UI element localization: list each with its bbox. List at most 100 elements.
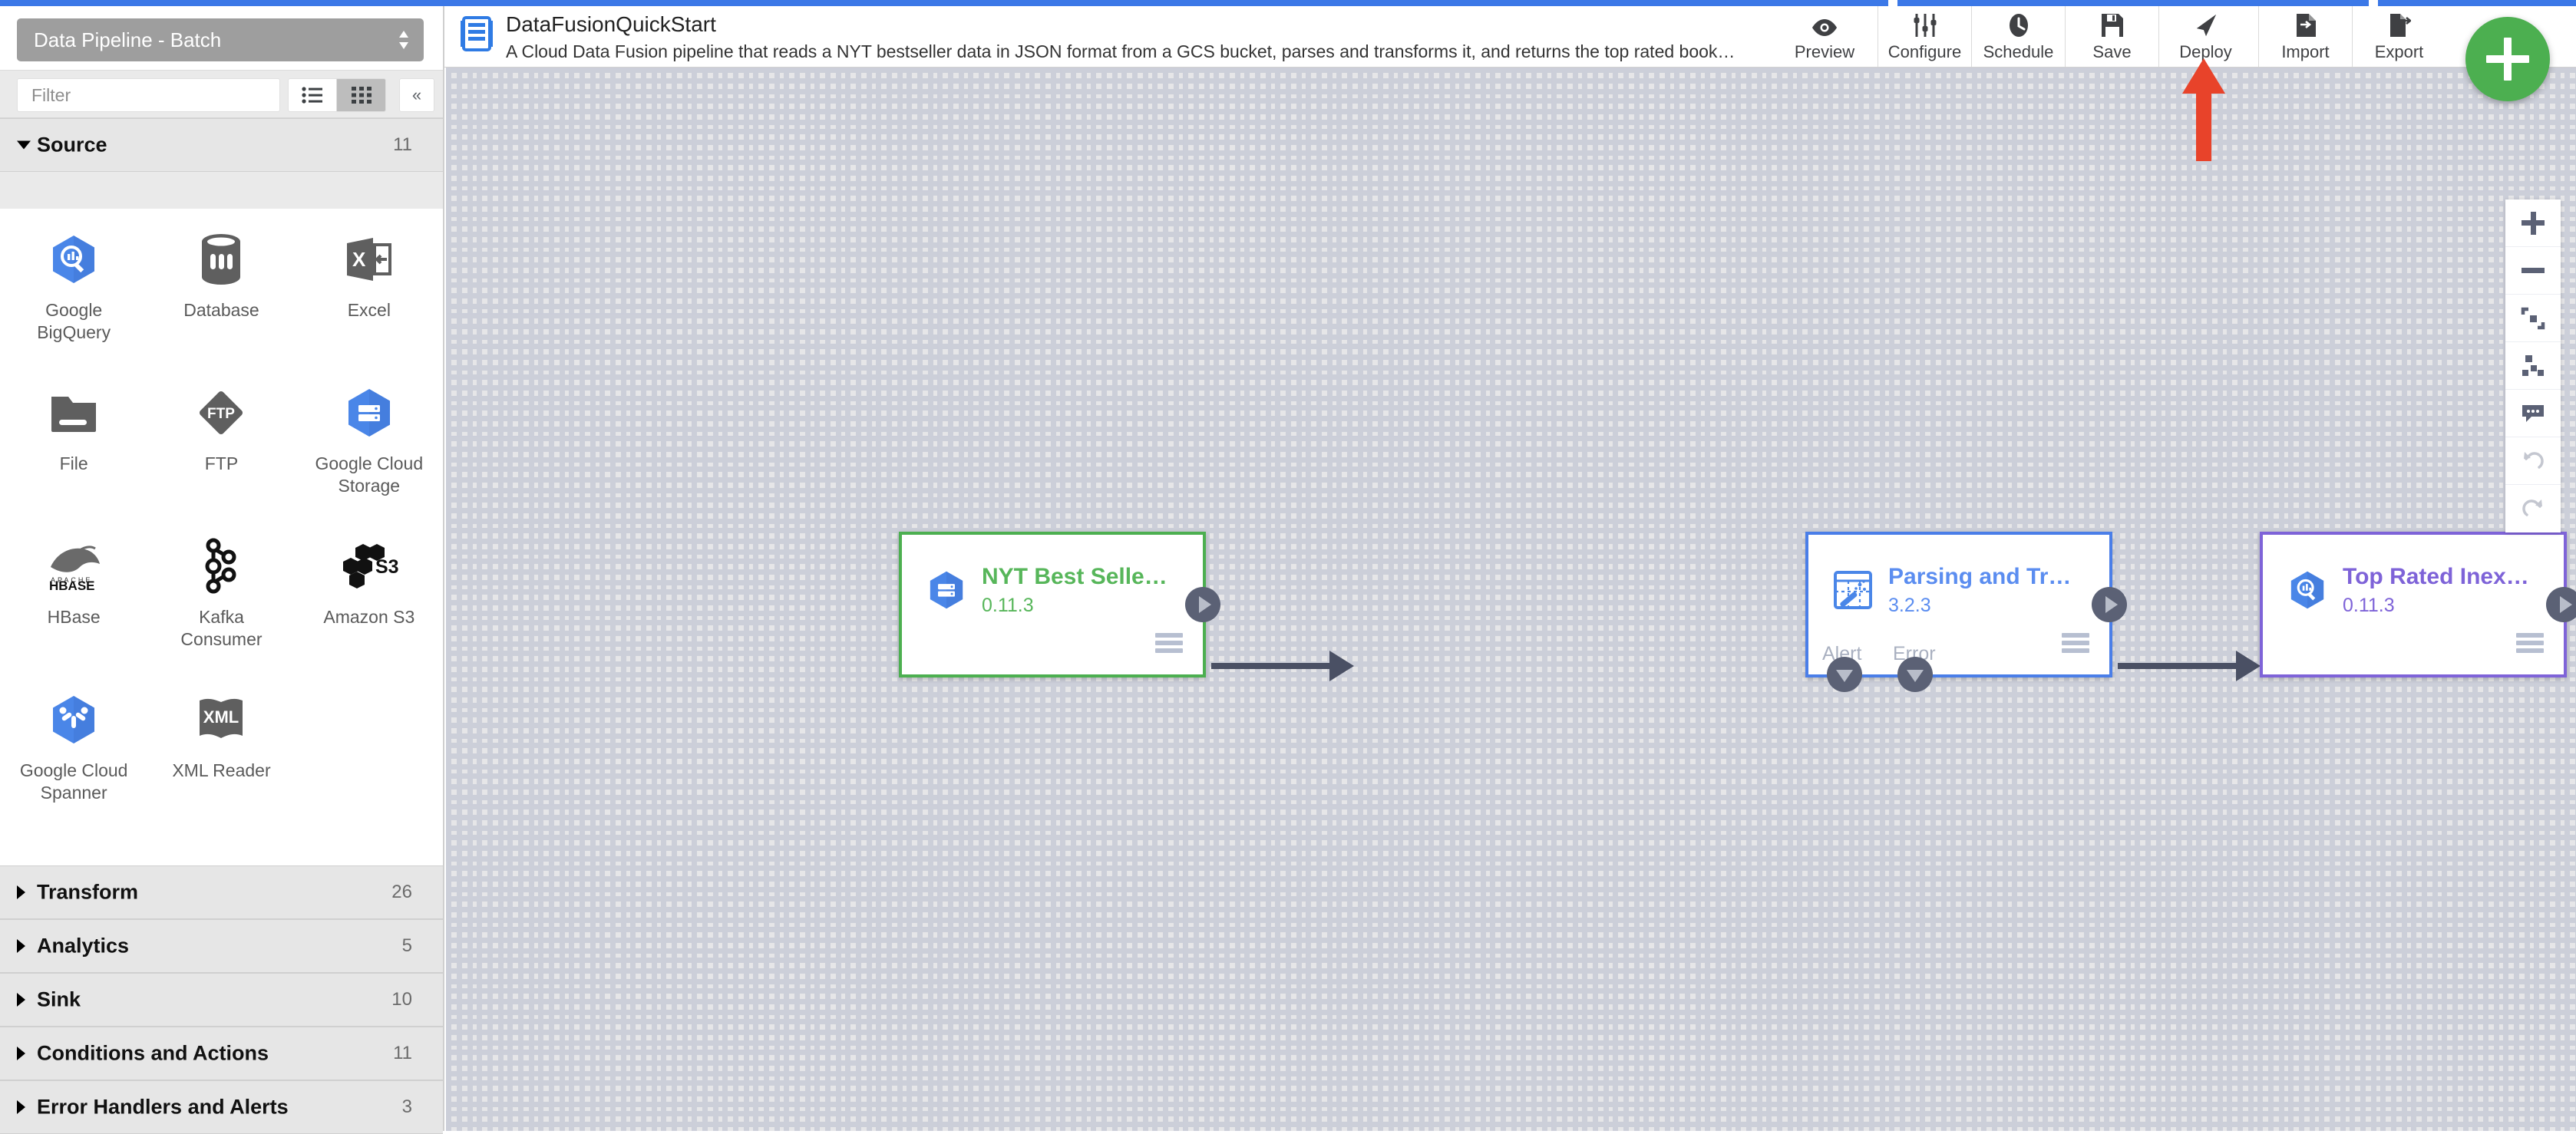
sidebar-section-sink[interactable]: Sink 10 — [0, 973, 443, 1027]
plugin-label: XML Reader — [172, 760, 271, 780]
plugin-item-xml-reader[interactable]: XML XML Reader — [147, 669, 295, 822]
toolbar-button-label: Export — [2374, 41, 2424, 61]
node-output-port[interactable] — [1185, 587, 1220, 622]
redo-button[interactable] — [2505, 485, 2561, 532]
pipeline-type-select[interactable]: Data Pipeline - Batch — [17, 18, 424, 61]
preview-button[interactable]: Preview — [1778, 6, 1871, 67]
comments-button[interactable] — [2505, 390, 2561, 437]
eye-icon — [1811, 12, 1838, 38]
schedule-button[interactable]: Schedule — [1971, 6, 2065, 67]
database-icon — [192, 230, 250, 288]
save-button[interactable]: Save — [2065, 6, 2158, 67]
minus-icon — [2522, 268, 2545, 273]
plugin-item-amazon-s3[interactable]: S3 Amazon S3 — [296, 516, 443, 669]
pipeline-node-source[interactable]: NYT Best Selle… 0.11.3 — [899, 532, 1220, 677]
pipeline-canvas[interactable]: NYT Best Selle… 0.11.3 Parsing and Tr… — [446, 68, 2576, 1131]
search-input[interactable] — [17, 78, 280, 112]
plugin-label: Google Cloud Spanner — [19, 760, 128, 803]
connection-line[interactable] — [2118, 651, 2261, 681]
collapse-panel-icon[interactable]: « — [399, 78, 434, 112]
import-document-icon — [2294, 12, 2317, 38]
page-title: DataFusionQuickStart — [506, 12, 716, 36]
plugin-item-file[interactable]: File — [0, 362, 147, 516]
svg-text:HBASE: HBASE — [49, 579, 95, 592]
sidebar-section-label: Sink — [37, 987, 81, 1011]
connection-stroke — [2118, 663, 2237, 669]
hamburger-menu-icon[interactable] — [1155, 633, 1183, 653]
plugin-label: Amazon S3 — [323, 607, 415, 627]
hamburger-menu-icon[interactable] — [2516, 633, 2544, 653]
data-fusion-pipeline-icon — [457, 12, 497, 55]
hamburger-menu-icon[interactable] — [2062, 633, 2089, 653]
pipeline-type-label: Data Pipeline - Batch — [34, 28, 222, 51]
plugin-item-excel[interactable]: X Excel — [296, 209, 443, 362]
chevron-down-icon — [17, 140, 31, 150]
sidebar-section-analytics[interactable]: Analytics 5 — [0, 919, 443, 973]
plus-icon — [2504, 38, 2512, 81]
plugin-item-google-bigquery[interactable]: Google BigQuery — [0, 209, 147, 362]
deploy-button[interactable]: Deploy — [2158, 6, 2252, 67]
plugin-item-google-cloud-spanner[interactable]: Google Cloud Spanner — [0, 669, 147, 822]
plugin-item-google-cloud-storage[interactable]: Google Cloud Storage — [296, 362, 443, 516]
plugin-sidebar: Data Pipeline - Batch — [0, 6, 444, 1134]
grid-view-icon[interactable] — [337, 78, 386, 112]
plugin-label: HBase — [47, 607, 101, 627]
zoom-in-button[interactable] — [2505, 199, 2561, 247]
down-triangle-icon — [1836, 670, 1853, 682]
connection-line[interactable] — [1211, 651, 1354, 681]
file-folder-icon — [45, 384, 103, 442]
chevron-right-icon — [17, 1047, 25, 1060]
arrow-head-icon — [2236, 651, 2261, 681]
redo-icon — [2522, 499, 2542, 516]
add-plugin-fab[interactable] — [2465, 17, 2550, 101]
configure-button[interactable]: Configure — [1878, 6, 1971, 67]
kafka-icon — [192, 537, 250, 595]
plus-icon — [2530, 211, 2536, 235]
export-button[interactable]: Export — [2352, 6, 2446, 67]
chevron-right-icon — [17, 993, 25, 1007]
node-output-port[interactable] — [2092, 587, 2127, 622]
source-plugin-panel: Google BigQuery Database — [0, 209, 443, 865]
node-alert-port[interactable] — [1827, 657, 1862, 692]
node-version: 3.2.3 — [1888, 595, 1931, 616]
toolbar-button-label: Deploy — [2179, 41, 2232, 61]
node-title: Parsing and Tr… — [1888, 564, 2072, 589]
pipeline-node-transform[interactable]: Parsing and Tr… 3.2.3 Alert Error — [1805, 532, 2127, 692]
auto-arrange-icon — [2522, 354, 2544, 376]
svg-text:X: X — [352, 248, 366, 271]
fit-screen-icon — [2521, 307, 2545, 329]
undo-button[interactable] — [2505, 437, 2561, 485]
auto-arrange-button[interactable] — [2505, 342, 2561, 390]
sidebar-section-transform[interactable]: Transform 26 — [0, 865, 443, 919]
play-triangle-icon — [2105, 596, 2118, 613]
toolbar-button-label: Import — [2281, 41, 2330, 61]
sidebar-section-count: 5 — [401, 935, 412, 956]
xml-reader-icon: XML — [192, 691, 250, 749]
plugin-item-kafka-consumer[interactable]: Kafka Consumer — [147, 516, 295, 669]
google-bigquery-icon — [45, 230, 103, 288]
import-button[interactable]: Import — [2258, 6, 2352, 67]
node-output-port[interactable] — [2546, 587, 2576, 622]
ftp-icon: FTP — [192, 384, 250, 442]
sliders-icon — [1913, 12, 1937, 38]
pipeline-node-sink[interactable]: Top Rated Inex… 0.11.3 — [2260, 532, 2576, 677]
pipeline-type-bar: Data Pipeline - Batch — [0, 6, 443, 71]
zoom-out-button[interactable] — [2505, 247, 2561, 295]
node-error-port[interactable] — [1897, 657, 1933, 692]
sidebar-section-error-handlers-and-alerts[interactable]: Error Handlers and Alerts 3 — [0, 1080, 443, 1134]
plugin-item-hbase[interactable]: APACHE HBASE HBase — [0, 516, 147, 669]
sidebar-section-source[interactable]: Source 11 — [0, 118, 443, 172]
paper-plane-icon — [2194, 12, 2218, 38]
sidebar-section-conditions-and-actions[interactable]: Conditions and Actions 11 — [0, 1027, 443, 1080]
plugin-grid: Google BigQuery Database — [0, 209, 443, 822]
sidebar-section-count: 26 — [391, 882, 412, 902]
plugin-item-database[interactable]: Database — [147, 209, 295, 362]
plugin-label: Database — [183, 300, 259, 320]
sidebar-section-label: Source — [37, 133, 107, 157]
fit-to-screen-button[interactable] — [2505, 295, 2561, 342]
list-view-icon[interactable] — [288, 78, 337, 112]
sidebar-section-label: Error Handlers and Alerts — [37, 1095, 289, 1119]
plugin-item-ftp[interactable]: FTP FTP — [147, 362, 295, 516]
plugin-label: Google Cloud Storage — [315, 453, 424, 496]
annotation-arrow-to-deploy — [2181, 58, 2227, 161]
